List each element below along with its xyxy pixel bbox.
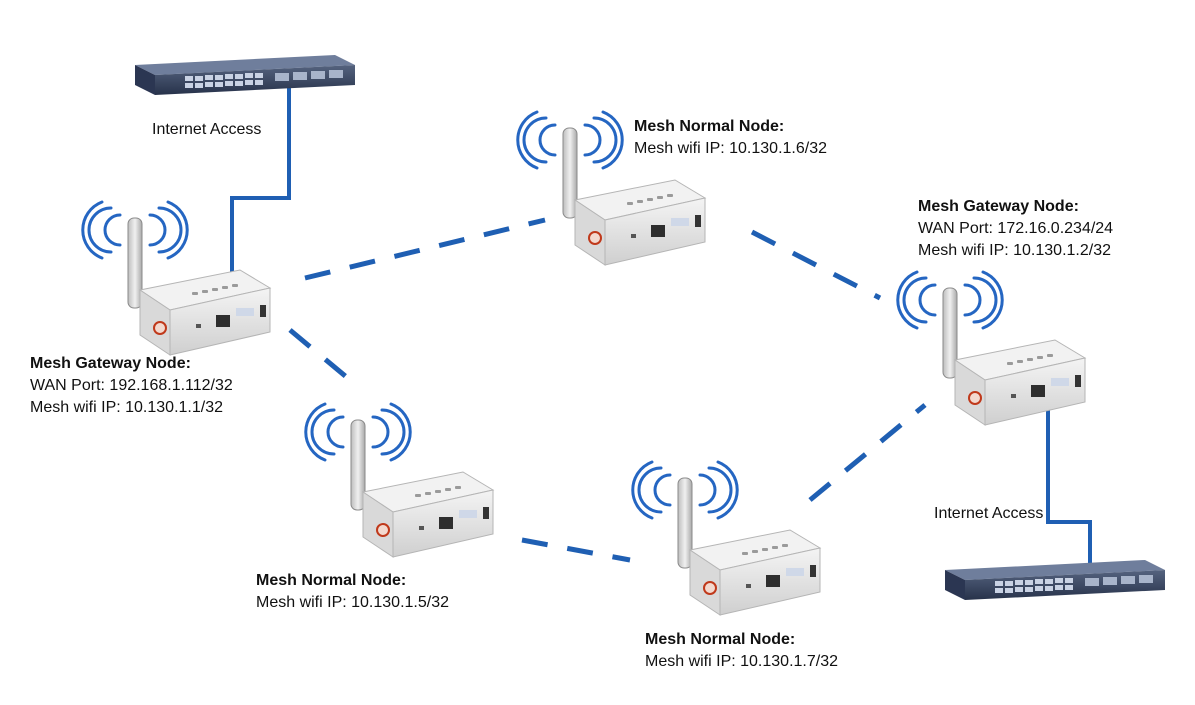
- node-title: Mesh Gateway Node:: [918, 198, 1079, 215]
- node-wifi-ip: Mesh wifi IP: 10.130.1.6/32: [634, 140, 827, 157]
- label-normal-bottom-right: Mesh Normal Node: Mesh wifi IP: 10.130.1…: [645, 629, 838, 673]
- link-gatewayleft-normaltop: [304, 217, 546, 281]
- node-wifi-ip: Mesh wifi IP: 10.130.1.7/32: [645, 653, 838, 670]
- node-title: Mesh Normal Node:: [634, 118, 785, 135]
- wan-link-top: [230, 88, 291, 300]
- link-gatewayleft-normalbottomleft: [288, 328, 352, 382]
- router-gateway-right: [896, 270, 1087, 427]
- node-wifi-ip: Mesh wifi IP: 10.130.1.2/32: [918, 242, 1111, 259]
- node-wifi-ip: Mesh wifi IP: 10.130.1.1/32: [30, 399, 223, 416]
- internet-access-label-bottom: Internet Access: [934, 505, 1044, 522]
- link-normaltop-gatewayright: [750, 229, 882, 301]
- wired-links: [230, 88, 1092, 568]
- internet-switch-top: [135, 55, 355, 95]
- wan-link-bottom: [1046, 410, 1092, 568]
- router-normal-bottom-left: [304, 402, 495, 559]
- label-normal-top: Mesh Normal Node: Mesh wifi IP: 10.130.1…: [634, 116, 827, 160]
- node-title: Mesh Normal Node:: [256, 572, 407, 589]
- internet-switch-bottom: [945, 560, 1165, 600]
- internet-access-label-top: Internet Access: [152, 121, 262, 138]
- link-normalbottomright-gatewayright: [808, 403, 927, 502]
- node-wan-port: WAN Port: 172.16.0.234/24: [918, 220, 1114, 237]
- link-normalbottomleft-normalbottomright: [521, 537, 631, 563]
- node-title: Mesh Gateway Node:: [30, 355, 191, 372]
- label-gateway-right: Mesh Gateway Node: WAN Port: 172.16.0.23…: [918, 196, 1113, 262]
- router-normal-bottom-right: [631, 460, 822, 617]
- node-wifi-ip: Mesh wifi IP: 10.130.1.5/32: [256, 594, 449, 611]
- label-normal-bottom-left: Mesh Normal Node: Mesh wifi IP: 10.130.1…: [256, 570, 449, 614]
- node-wan-port: WAN Port: 192.168.1.112/32: [30, 377, 233, 394]
- label-gateway-left: Mesh Gateway Node: WAN Port: 192.168.1.1…: [30, 353, 233, 419]
- node-title: Mesh Normal Node:: [645, 631, 796, 648]
- router-gateway-left: [81, 200, 272, 357]
- mesh-links: [288, 217, 927, 563]
